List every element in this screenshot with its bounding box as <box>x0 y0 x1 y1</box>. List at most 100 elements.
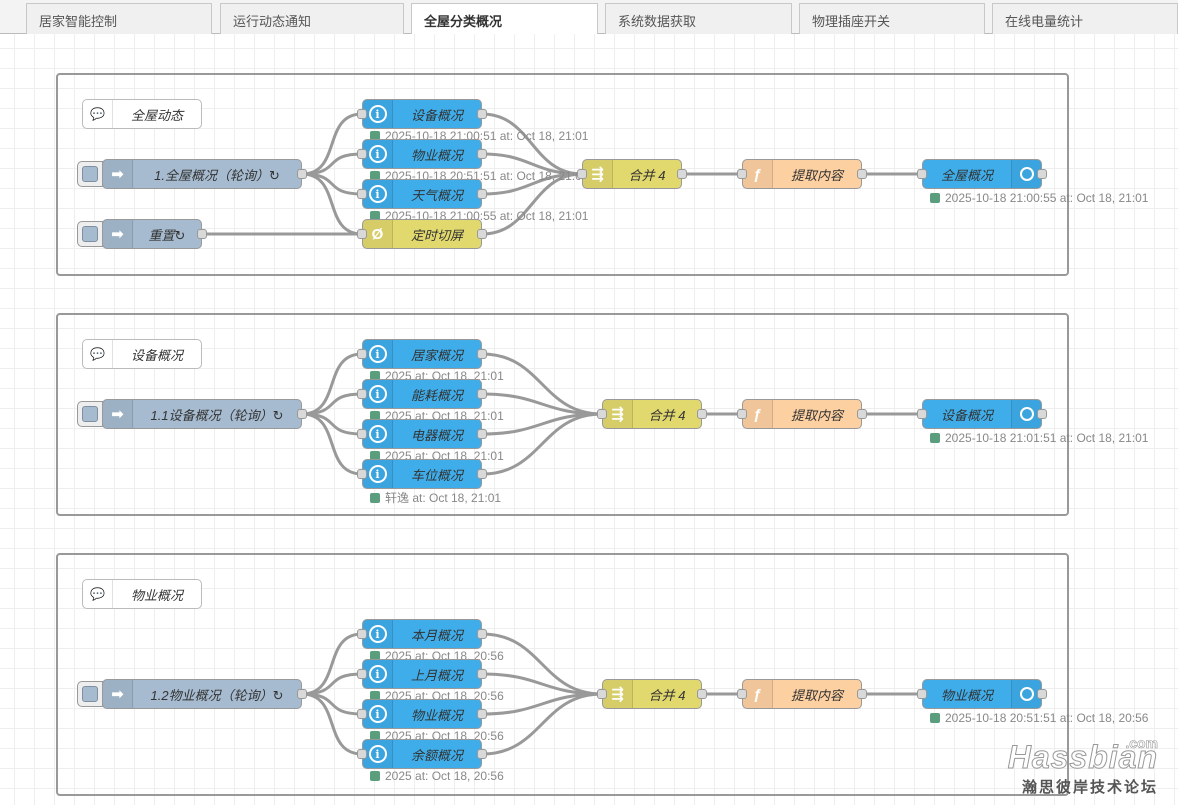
group-2[interactable] <box>56 553 1069 796</box>
output-port[interactable] <box>1037 409 1047 419</box>
input-port[interactable] <box>357 389 367 399</box>
comment-node[interactable]: 💬物业概况 <box>82 579 202 609</box>
status-dot-icon <box>370 492 380 503</box>
input-port[interactable] <box>357 189 367 199</box>
status-text: 2025-10-18 20:51:51 at: Oct 18, 20:56 <box>945 711 1149 725</box>
output-port[interactable] <box>477 229 487 239</box>
output-port[interactable] <box>477 709 487 719</box>
output-port[interactable] <box>697 409 707 419</box>
input-port[interactable] <box>597 409 607 419</box>
input-port[interactable] <box>737 409 747 419</box>
comment-node[interactable]: 💬设备概况 <box>82 339 202 369</box>
output-port[interactable] <box>857 409 867 419</box>
output-port[interactable] <box>197 229 207 239</box>
debug-output-node[interactable]: 全屋概况 <box>917 159 1047 189</box>
output-port[interactable] <box>677 169 687 179</box>
output-port[interactable] <box>477 189 487 199</box>
tab-0[interactable]: 居家智能控制 <box>26 3 212 34</box>
tab-3[interactable]: 系统数据获取 <box>605 3 792 34</box>
output-port[interactable] <box>477 389 487 399</box>
inject-node[interactable]: ➡1.1设备概况（轮询）↻ <box>102 399 307 429</box>
inject-button[interactable] <box>77 401 103 427</box>
reset-inject-button[interactable] <box>77 221 103 247</box>
join-node[interactable]: ⇶合并 4 <box>577 159 687 189</box>
output-port[interactable] <box>857 169 867 179</box>
inject-node[interactable]: ➡1.全屋概况（轮询）↻ <box>102 159 307 189</box>
output-port[interactable] <box>477 749 487 759</box>
output-port[interactable] <box>477 469 487 479</box>
input-port[interactable] <box>577 169 587 179</box>
join-node[interactable]: ⇶合并 4 <box>597 679 707 709</box>
debug-output-node[interactable]: 物业概况 <box>917 679 1047 709</box>
status-dot-icon <box>370 771 380 781</box>
input-port[interactable] <box>597 689 607 699</box>
output-port[interactable] <box>1037 169 1047 179</box>
inject-button[interactable] <box>77 161 103 187</box>
group-1[interactable] <box>56 313 1069 516</box>
input-port[interactable] <box>357 229 367 239</box>
inject-node[interactable]: ➡1.2物业概况（轮询）↻ <box>102 679 307 709</box>
join-node-label: 合并 4 <box>628 167 666 183</box>
input-port[interactable] <box>357 109 367 119</box>
input-port[interactable] <box>737 169 747 179</box>
tab-2[interactable]: 全屋分类概况 <box>411 3 598 35</box>
output-port[interactable] <box>857 689 867 699</box>
input-port[interactable] <box>917 689 927 699</box>
node-status: 2025-10-18 20:51:51 at: Oct 18, 20:56 <box>930 711 1148 725</box>
output-port[interactable] <box>1037 689 1047 699</box>
input-port[interactable] <box>357 709 367 719</box>
input-port[interactable] <box>357 749 367 759</box>
status-text: 2025 at: Oct 18, 20:56 <box>385 769 504 783</box>
ring-icon <box>1011 400 1041 428</box>
output-port[interactable] <box>477 149 487 159</box>
output-port[interactable] <box>477 109 487 119</box>
output-port[interactable] <box>477 349 487 359</box>
output-port[interactable] <box>297 689 307 699</box>
info-circle-icon: i <box>368 745 387 763</box>
output-port[interactable] <box>477 629 487 639</box>
input-port[interactable] <box>357 149 367 159</box>
input-port[interactable] <box>357 429 367 439</box>
inject-button[interactable] <box>77 681 103 707</box>
info-icon: i <box>363 140 393 168</box>
reset-inject-node[interactable]: ➡重置↻ <box>102 219 207 249</box>
info-circle-icon: i <box>368 385 387 403</box>
group-0[interactable] <box>56 73 1069 276</box>
debug-output-node[interactable]: 设备概况 <box>917 399 1047 429</box>
func-icon: ƒ <box>743 400 773 428</box>
output-port[interactable] <box>297 409 307 419</box>
input-port[interactable] <box>917 409 927 419</box>
join-node[interactable]: ⇶合并 4 <box>597 399 707 429</box>
input-port[interactable] <box>357 669 367 679</box>
input-port[interactable] <box>737 689 747 699</box>
input-port[interactable] <box>357 349 367 359</box>
comment-node[interactable]: 💬全屋动态 <box>82 99 202 129</box>
input-port[interactable] <box>357 469 367 479</box>
status-dot-icon <box>370 651 380 661</box>
output-port[interactable] <box>477 429 487 439</box>
input-port[interactable] <box>357 629 367 639</box>
tab-5[interactable]: 在线电量统计 <box>992 3 1178 34</box>
output-port[interactable] <box>477 669 487 679</box>
output-port[interactable] <box>697 689 707 699</box>
tab-1[interactable]: 运行动态通知 <box>220 3 404 34</box>
output-port[interactable] <box>297 169 307 179</box>
input-port[interactable] <box>917 169 927 179</box>
tab-4[interactable]: 物理插座开关 <box>799 3 985 34</box>
